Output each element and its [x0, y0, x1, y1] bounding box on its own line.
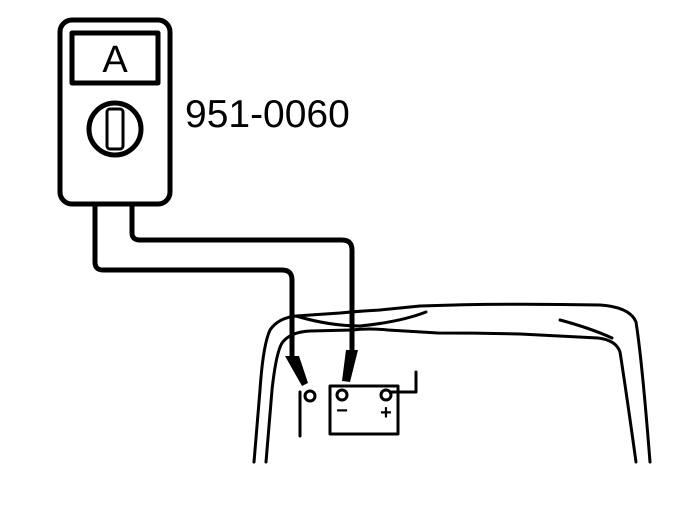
battery-positive-terminal	[379, 388, 393, 402]
probe-left	[285, 356, 308, 386]
ammeter-display	[69, 30, 161, 86]
probe-right	[342, 350, 358, 382]
test-lead-left	[92, 201, 295, 361]
part-number-label: 951-0060	[185, 93, 350, 136]
battery-positive-cable	[389, 370, 418, 394]
positive-symbol: +	[380, 402, 392, 424]
vehicle-body-outline	[252, 302, 652, 464]
test-lead-right	[129, 201, 355, 355]
battery-negative-terminal	[335, 388, 349, 402]
battery-case	[328, 384, 400, 436]
ammeter-display-label: A	[102, 39, 128, 81]
negative-symbol: −	[336, 400, 348, 422]
ground-terminal	[298, 389, 317, 438]
battery: − +	[328, 370, 418, 436]
rotary-selector-knob-icon	[86, 100, 144, 158]
ammeter: A	[57, 17, 173, 207]
ammeter-case	[57, 17, 173, 207]
